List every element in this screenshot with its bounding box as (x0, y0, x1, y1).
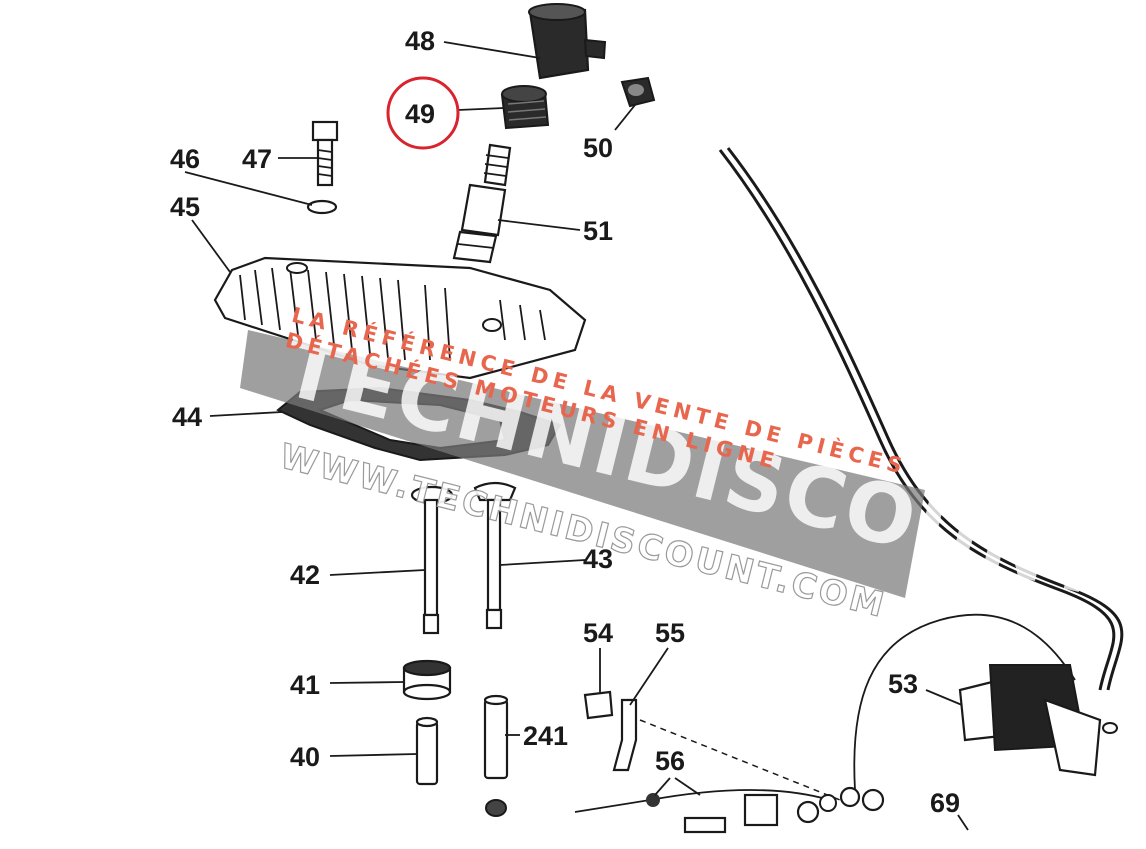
valve-guide-241 (483, 694, 509, 817)
label-46[interactable]: 46 (170, 144, 200, 174)
label-56[interactable]: 56 (655, 746, 685, 776)
spark-plug (452, 143, 512, 264)
label-53[interactable]: 53 (888, 669, 918, 699)
seat-ring-41 (402, 659, 452, 701)
watermark-band (240, 330, 925, 598)
label-40[interactable]: 40 (290, 742, 320, 772)
clip-54 (583, 690, 614, 720)
cylinder-head-45 (213, 256, 587, 380)
label-50[interactable]: 50 (583, 133, 613, 163)
label-49[interactable]: 49 (405, 99, 435, 129)
highlight-circle (386, 76, 460, 150)
valve-43 (473, 481, 517, 630)
label-54[interactable]: 54 (583, 618, 613, 648)
bracket-55 (612, 698, 638, 772)
spark-plug-boot (528, 3, 607, 80)
label-51[interactable]: 51 (583, 216, 613, 246)
leader-lines (184, 41, 969, 831)
ignition-cable (718, 147, 1124, 691)
valve-guide-40 (415, 716, 439, 786)
bolt-47 (311, 120, 339, 187)
valve-42 (410, 485, 454, 635)
assembly-dashed-line (639, 719, 841, 801)
label-55[interactable]: 55 (655, 618, 685, 648)
label-44[interactable]: 44 (172, 402, 202, 432)
label-241[interactable]: 241 (523, 721, 568, 751)
label-48[interactable]: 48 (405, 26, 435, 56)
washer-46 (306, 199, 338, 215)
label-42[interactable]: 42 (290, 560, 320, 590)
label-45[interactable]: 45 (170, 192, 200, 222)
ground-wire-56 (574, 789, 837, 813)
ignition-module-53 (958, 664, 1118, 777)
bottom-hardware (683, 613, 1076, 834)
cap-50 (620, 76, 656, 108)
seal-49 (500, 85, 550, 130)
part-labels: 48 49 50 51 46 47 45 44 42 43 41 40 241 … (170, 26, 960, 818)
label-41[interactable]: 41 (290, 670, 320, 700)
label-43[interactable]: 43 (583, 544, 613, 574)
label-47[interactable]: 47 (242, 144, 272, 174)
label-69[interactable]: 69 (930, 788, 960, 818)
